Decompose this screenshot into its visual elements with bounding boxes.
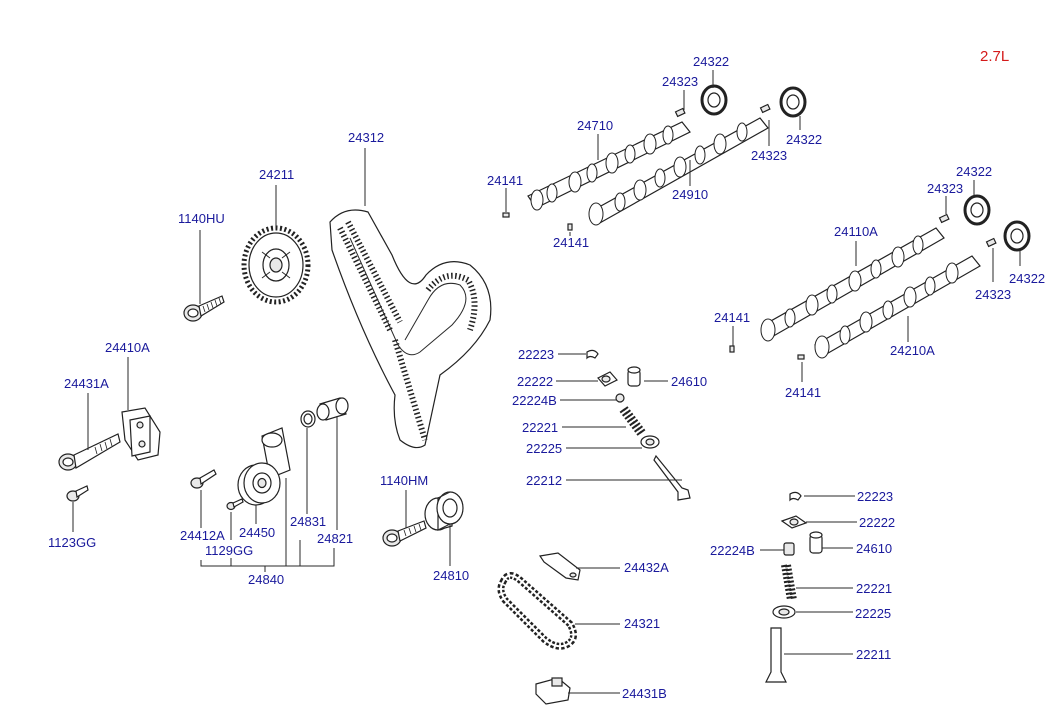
label-24141-b: 24141: [553, 235, 589, 250]
bolt-24412a: [190, 469, 217, 489]
leader-lines: [72, 70, 1021, 694]
idler-pulley-24810: [424, 491, 464, 531]
camshaft-24710: [527, 121, 691, 211]
label-24610-b: 24610: [856, 541, 892, 556]
label-24211: 24211: [259, 167, 294, 182]
chain-tensioner: [535, 677, 571, 705]
label-22224b-a: 22224B: [512, 393, 557, 408]
label-24431b: 24431B: [622, 686, 667, 701]
cam-seal-24322-b: [779, 86, 807, 118]
label-1123gg: 1123GG: [48, 535, 96, 550]
label-22221-b: 22221: [856, 581, 892, 596]
timing-chain: [497, 572, 577, 650]
label-22224b-b: 22224B: [710, 543, 755, 558]
timing-belt: [329, 209, 492, 449]
bolt-1140hu: [183, 295, 225, 322]
belt-guide: [538, 552, 581, 581]
bolt-1140hm: [382, 520, 427, 547]
label-22222-a: 22222: [517, 374, 553, 389]
label-24810: 24810: [433, 568, 469, 583]
label-24610-a: 24610: [671, 374, 707, 389]
key-24323-b: [759, 103, 771, 114]
label-24322-b: 24322: [786, 132, 822, 147]
bolt-1129gg: [226, 498, 244, 511]
label-24141-c: 24141: [714, 310, 750, 325]
label-24432a: 24432A: [624, 560, 669, 575]
label-24710: 24710: [577, 118, 613, 133]
valve-train-b: [765, 491, 823, 683]
engine-size-label: 2.7L: [980, 48, 1009, 65]
cam-seal-24322-c: [963, 194, 991, 226]
label-24323-d: 24323: [975, 287, 1011, 302]
label-24840: 24840: [248, 572, 284, 587]
label-24910: 24910: [672, 187, 708, 202]
label-22211: 22211: [856, 647, 891, 662]
key-24323-a: [674, 107, 686, 118]
cam-seal-24322-a: [700, 84, 728, 116]
camshaft-24210a: [814, 255, 981, 359]
valve-train-a: [586, 349, 691, 501]
label-24110a: 24110A: [834, 224, 878, 239]
cam-seal-24322-d: [1003, 220, 1031, 252]
idler-pulley-assembly: [237, 427, 291, 506]
label-24412a: 24412A: [180, 528, 225, 543]
label-24322-c: 24322: [956, 164, 992, 179]
label-24141-d: 24141: [785, 385, 821, 400]
label-22225-a: 22225: [526, 441, 562, 456]
label-22212: 22212: [526, 473, 562, 488]
label-22223-b: 22223: [857, 489, 893, 504]
label-24821: 24821: [317, 531, 353, 546]
label-24141-a: 24141: [487, 173, 523, 188]
label-24431a: 24431A: [64, 376, 109, 391]
label-24322-a: 24322: [693, 54, 729, 69]
tensioner-bracket: [121, 407, 161, 461]
pin-24141-a: [502, 212, 510, 218]
label-22223-a: 22223: [518, 347, 554, 362]
label-24323-c: 24323: [927, 181, 963, 196]
label-24210a: 24210A: [890, 343, 935, 358]
label-24323-a: 24323: [662, 74, 698, 89]
bolt-24431a: [58, 433, 121, 471]
pin-24141-d: [797, 354, 805, 360]
label-1140hu: 1140HU: [178, 211, 225, 226]
camshaft-24110a: [760, 227, 945, 342]
label-24410a: 24410A: [105, 340, 150, 355]
key-24323-c: [938, 213, 950, 224]
label-24321: 24321: [624, 616, 660, 631]
label-1140hm: 1140HM: [380, 473, 428, 488]
bolt-1123gg: [66, 485, 89, 502]
label-22225-b: 22225: [855, 606, 891, 621]
spacer-24821: [316, 397, 349, 421]
washer-24831: [300, 410, 316, 428]
label-24323-b: 24323: [751, 148, 787, 163]
label-22221-a: 22221: [522, 420, 558, 435]
label-24322-d: 24322: [1009, 271, 1045, 286]
pin-24141-b: [567, 223, 573, 231]
label-24450: 24450: [239, 525, 275, 540]
label-24831: 24831: [290, 514, 326, 529]
crankshaft-sprocket: [241, 225, 311, 305]
key-24323-d: [985, 237, 997, 248]
camshaft-24910: [588, 117, 769, 226]
label-1129gg: 1129GG: [205, 543, 253, 558]
label-22222-b: 22222: [859, 515, 895, 530]
label-24312: 24312: [348, 130, 384, 145]
pin-24141-c: [729, 345, 735, 353]
